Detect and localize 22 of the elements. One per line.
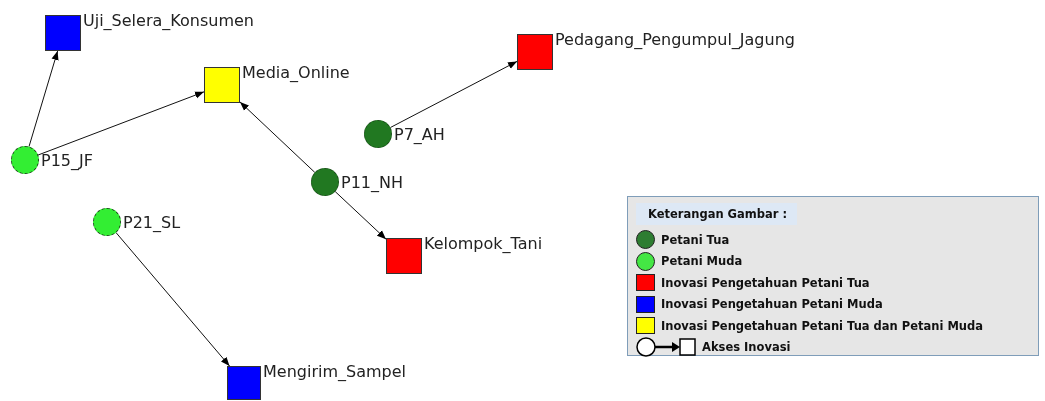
legend-label: Inovasi Pengetahuan Petani Tua [661, 275, 870, 290]
node-label: Mengirim_Sampel [263, 362, 406, 381]
node-label: Uji_Selera_Konsumen [83, 11, 254, 30]
legend-label: Petani Muda [661, 254, 743, 269]
arrow [37, 91, 205, 156]
arrow [334, 191, 387, 240]
node-label: Kelompok_Tani [424, 234, 543, 253]
node-label: Media_Online [242, 63, 350, 82]
legend-title: Keterangan Gambar : [636, 203, 798, 225]
node-label: P15_JF [41, 150, 93, 170]
arrow [115, 232, 231, 367]
arrow [389, 60, 518, 128]
legend-label: Inovasi Pengetahuan Petani Tua dan Petani Muda [661, 318, 984, 333]
node-label: P11_NH [341, 172, 403, 192]
arrow [28, 50, 59, 148]
legend-label: Akses Inovasi [702, 340, 791, 355]
node-label: Pedagang_Pengumpul_Jagung [555, 30, 795, 49]
legend-label: Petani Tua [661, 232, 730, 247]
node-label: P21_SL [123, 212, 181, 232]
node-label: P7_AH [394, 124, 445, 144]
arrow [239, 101, 316, 173]
legend-label: Inovasi Pengetahuan Petani Muda [661, 297, 883, 312]
